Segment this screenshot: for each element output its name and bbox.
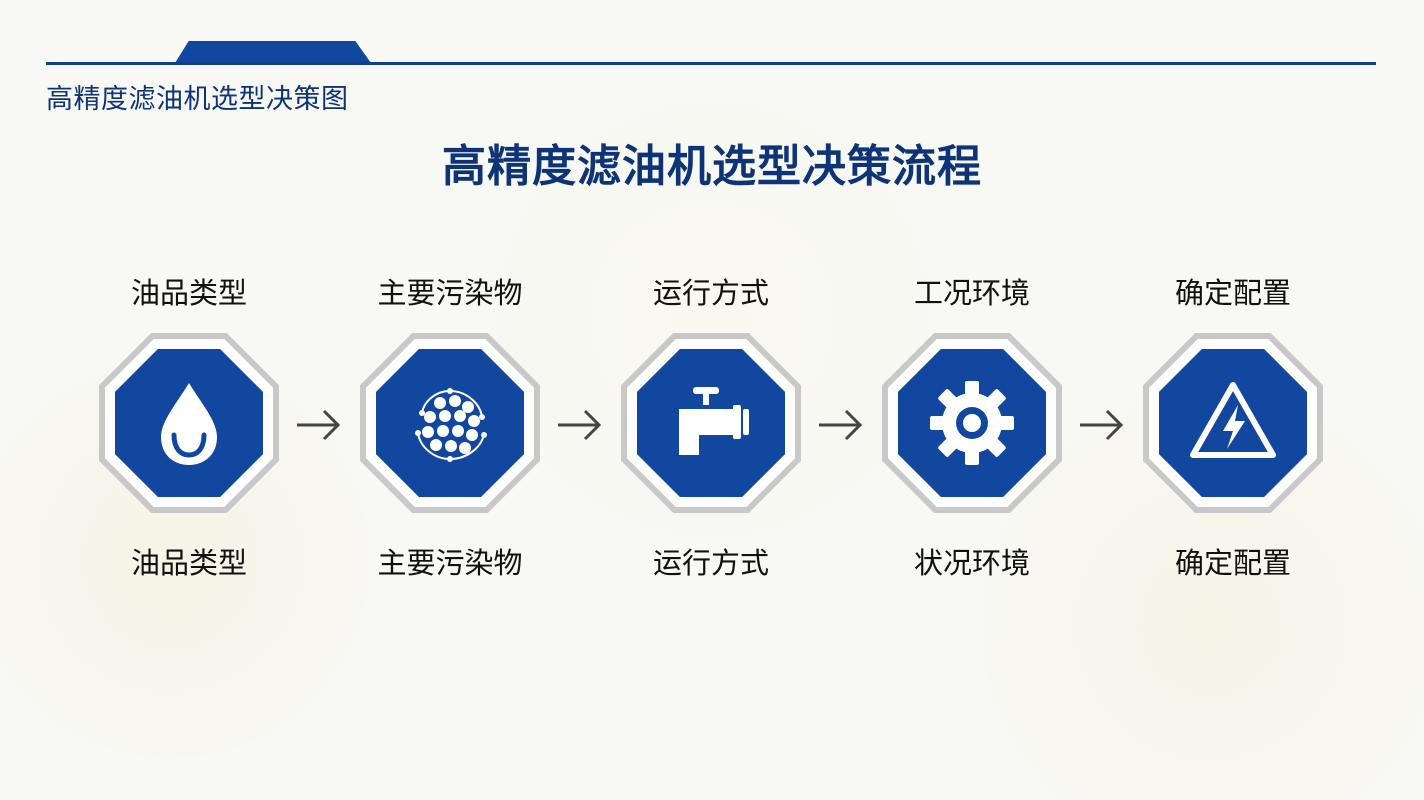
header-tab-accent — [175, 41, 371, 63]
octagon-frame — [360, 333, 540, 513]
step-top-label: 确定配置 — [1174, 276, 1291, 310]
header-title: 高精度滤油机选型决策图 — [46, 84, 349, 115]
flow-step-contaminants: 主要污染物 — [345, 0, 555, 800]
step-bottom-label: 状况环境 — [913, 546, 1030, 580]
step-top-label: 油品类型 — [130, 276, 247, 310]
flow-step-working-environment: 工况环境 — [867, 0, 1077, 800]
octagon-frame — [1143, 333, 1323, 513]
gear-icon — [930, 381, 1014, 465]
flow-step-oil-type: 油品类型 油品类型 — [84, 0, 294, 800]
step-top-label: 工况环境 — [913, 276, 1030, 310]
step-bottom-label: 主要污染物 — [377, 546, 523, 580]
step-bottom-label: 油品类型 — [130, 546, 247, 580]
step-bottom-label: 运行方式 — [652, 546, 769, 580]
octagon-frame — [621, 333, 801, 513]
header-rule — [46, 62, 1376, 65]
particle-cluster-icon — [415, 388, 487, 462]
octagon-frame — [99, 333, 279, 513]
electric-warning-icon — [1190, 382, 1276, 458]
main-title: 高精度滤油机选型决策流程 — [442, 141, 982, 192]
right-arrow-icon — [819, 409, 863, 441]
right-arrow-icon — [1080, 409, 1124, 441]
oil-drop-icon — [161, 383, 217, 465]
step-top-label: 主要污染物 — [377, 276, 523, 310]
step-bottom-label: 确定配置 — [1174, 546, 1291, 580]
right-arrow-icon — [297, 409, 341, 441]
faucet-valve-icon — [679, 387, 749, 455]
step-top-label: 运行方式 — [652, 276, 769, 310]
flow-step-operation-mode: 运行方式 运行方式 — [606, 0, 816, 800]
right-arrow-icon — [558, 409, 602, 441]
flow-step-final-configuration: 确定配置 确定配置 — [1128, 0, 1338, 800]
octagon-frame — [882, 333, 1062, 513]
